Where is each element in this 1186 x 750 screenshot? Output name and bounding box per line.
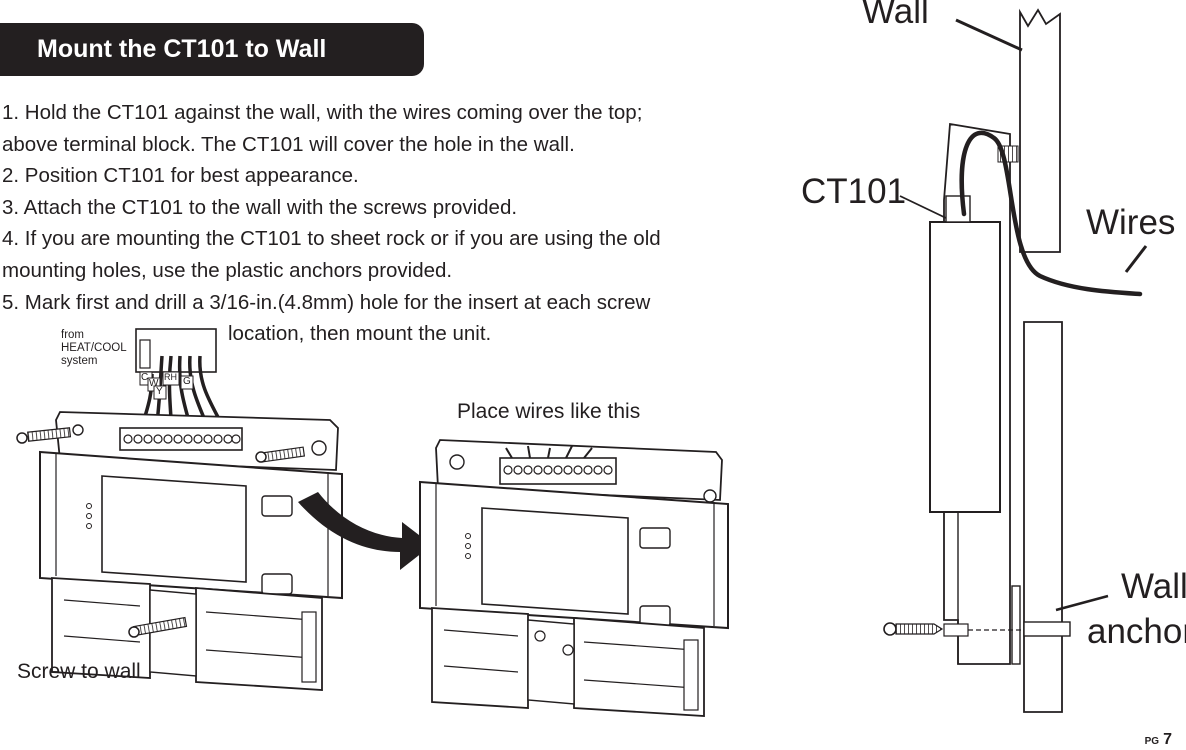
- ct101-front-unit-right: [419, 439, 729, 717]
- wall-junction-box: [135, 328, 217, 373]
- wall-screw-left: [16, 427, 72, 444]
- terminal-label-g: G: [183, 376, 191, 387]
- wall-anchor-label-line2: anchor: [1087, 612, 1186, 651]
- wall-screw-right: [255, 446, 306, 463]
- instruction-steps: 1. Hold the CT101 against the wall, with…: [2, 97, 807, 350]
- ct101-side-profile: [929, 122, 1021, 665]
- step-line: above terminal block. The CT101 will cov…: [2, 132, 575, 156]
- screw-to-wall-caption: Screw to wall: [17, 660, 141, 683]
- terminal-label-c: C: [141, 372, 149, 383]
- page-number-label: PG: [1144, 736, 1160, 747]
- ct101-front-unit-left: [39, 411, 343, 691]
- step-line: 2. Position CT101 for best appearance.: [2, 164, 359, 188]
- terminal-label-y: Y: [156, 386, 163, 397]
- terminal-label-rh: RH: [164, 372, 177, 382]
- wires-label: Wires: [1086, 203, 1176, 242]
- section-title: Mount the CT101 to Wall: [37, 35, 327, 63]
- step-line: mounting holes, use the plastic anchors …: [2, 258, 453, 282]
- step-line: 3. Attach the CT101 to the wall with the…: [2, 195, 518, 219]
- arrow-icon: [298, 492, 432, 570]
- wall-section: [1019, 8, 1063, 713]
- wall-anchor-label-line1: Wall: [1121, 567, 1186, 606]
- side-wire-icon: [959, 130, 1143, 297]
- step-line: location, then mount the unit.: [228, 322, 492, 346]
- step-line: 1. Hold the CT101 against the wall, with…: [2, 101, 643, 124]
- step-line: 5. Mark first and drill a 3/16-in.(4.8mm…: [2, 290, 651, 314]
- step-line: 4. If you are mounting the CT101 to shee…: [2, 227, 661, 251]
- wall-screw-bottom: [128, 616, 188, 638]
- section-title-banner: Mount the CT101 to Wall: [0, 23, 424, 76]
- page-number-value: 7: [1163, 731, 1172, 748]
- side-screw-anchor: [883, 621, 1071, 637]
- wall-label: Wall: [862, 0, 929, 31]
- wire-source-note: from HEAT/COOL system: [61, 329, 127, 367]
- placed-wire-ends: [505, 445, 593, 459]
- place-wires-caption: Place wires like this: [457, 400, 641, 423]
- ct101-label: CT101: [801, 172, 907, 211]
- wire-tags: [139, 371, 194, 400]
- leader-lines: [899, 18, 1148, 612]
- terminal-label-w: W: [149, 378, 159, 389]
